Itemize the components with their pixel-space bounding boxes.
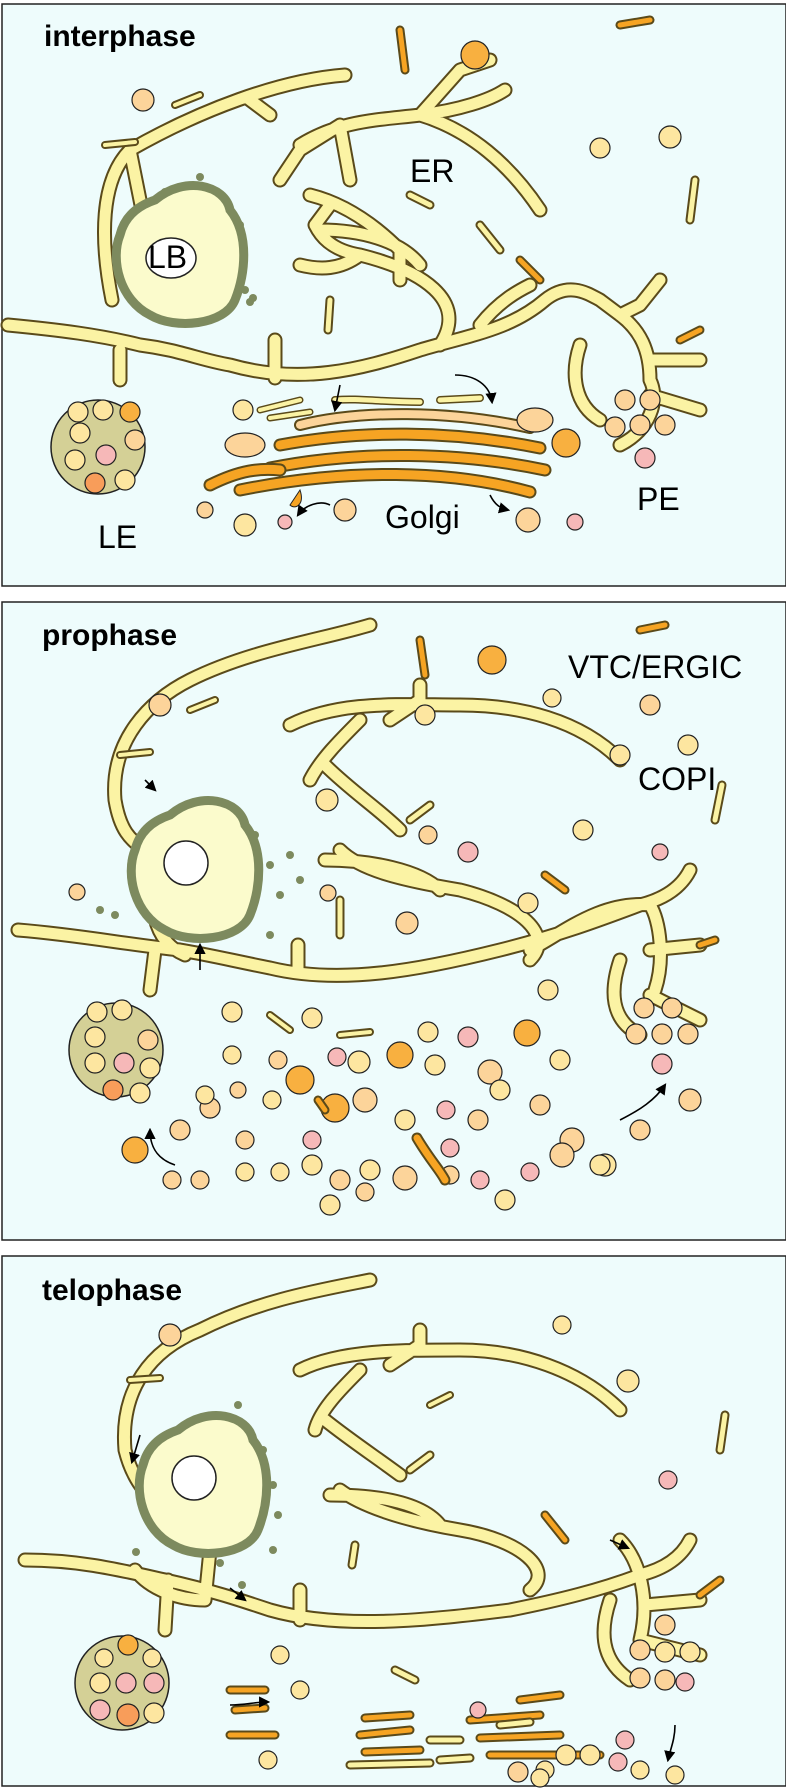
transport-arrow bbox=[229, 1587, 247, 1602]
label-lb: LB bbox=[148, 239, 187, 275]
panel-interphase: interphase LB LE bbox=[0, 3, 786, 587]
label-vtc-ergic: VTC/ERGIC bbox=[568, 649, 742, 685]
transport-arrow bbox=[229, 1696, 271, 1708]
lipid-body bbox=[96, 801, 304, 939]
late-endosome bbox=[74, 1634, 170, 1731]
peroxisome-cluster bbox=[625, 997, 699, 1075]
transport-arrow bbox=[619, 1083, 667, 1121]
panel-title: prophase bbox=[42, 619, 177, 652]
transport-arrow bbox=[144, 1127, 176, 1166]
transport-arrow bbox=[144, 779, 157, 792]
transport-arrow bbox=[609, 1539, 631, 1550]
transport-arrow bbox=[331, 384, 343, 413]
transport-arrow bbox=[664, 1724, 676, 1763]
label-er: ER bbox=[410, 153, 454, 189]
panel-title: telophase bbox=[42, 1274, 182, 1307]
vesicles bbox=[101, 15, 705, 345]
late-endosome bbox=[50, 399, 146, 495]
peroxisome-cluster bbox=[604, 389, 676, 469]
transport-arrow bbox=[129, 1434, 141, 1465]
lipid-body bbox=[116, 173, 257, 323]
transport-arrow bbox=[454, 374, 497, 405]
lipid-body bbox=[132, 1401, 282, 1556]
golgi-reforming bbox=[225, 1645, 685, 1788]
panel-telophase: telophase bbox=[1, 1255, 786, 1788]
panel-prophase: prophase bbox=[1, 601, 786, 1241]
label-golgi: Golgi bbox=[385, 499, 460, 535]
er-network bbox=[0, 52, 708, 453]
transport-arrow bbox=[296, 502, 331, 517]
label-pe: PE bbox=[637, 481, 680, 517]
vesicles bbox=[68, 620, 727, 1216]
late-endosome bbox=[68, 999, 164, 1104]
label-le: LE bbox=[98, 519, 137, 555]
label-copi: COPI bbox=[638, 761, 716, 797]
golgi-stack bbox=[196, 394, 584, 537]
peroxisome-cluster bbox=[629, 1614, 701, 1692]
panel-title: interphase bbox=[44, 20, 196, 53]
vesicles bbox=[126, 1315, 730, 1685]
transport-arrow bbox=[489, 494, 511, 514]
